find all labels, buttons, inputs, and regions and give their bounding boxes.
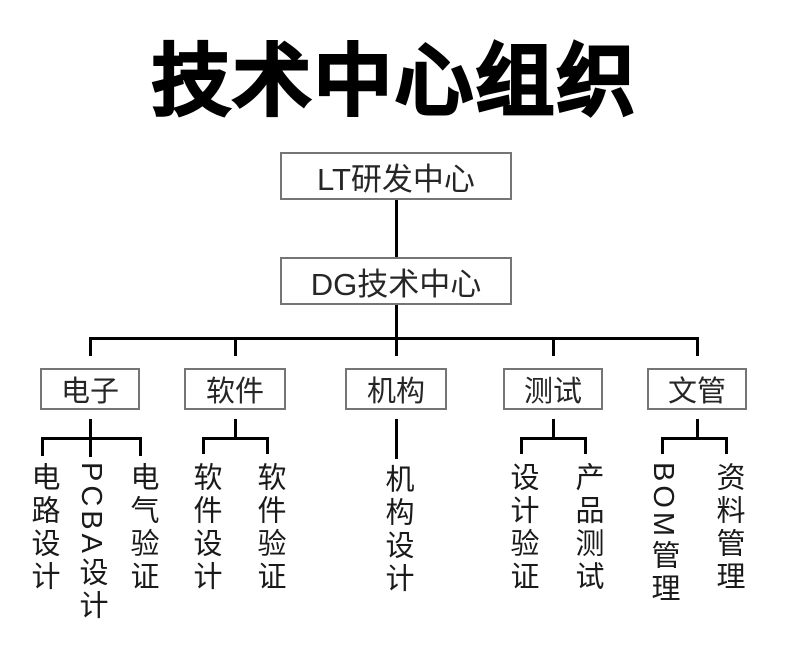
connector-line bbox=[266, 437, 269, 454]
leaf-software-verification: 软件验证 bbox=[252, 462, 285, 594]
drop-software bbox=[234, 337, 237, 356]
dept-box-software: 软件 bbox=[184, 368, 286, 410]
connector-line bbox=[202, 437, 205, 454]
leaf-mechanical-design: 机构设计 bbox=[380, 464, 413, 596]
leaf-electrical-verification: 电气验证 bbox=[125, 462, 158, 594]
dept-box-mechanical: 机构 bbox=[345, 368, 447, 410]
root-box-lt-rd-center: LT研发中心 bbox=[280, 152, 512, 200]
dept-box-documentation: 文管 bbox=[647, 368, 747, 410]
dept-label-software: 软件 bbox=[205, 376, 264, 408]
leaf-document-management: 资料管理 bbox=[711, 462, 744, 594]
leaf-bom-management: BOM管理 bbox=[646, 462, 679, 607]
drop-electronics bbox=[89, 337, 92, 356]
dept-label-electronics: 电子 bbox=[60, 376, 119, 408]
rail-departments bbox=[89, 337, 699, 340]
dept-box-testing: 测试 bbox=[503, 368, 603, 410]
connector-center-to-rail bbox=[395, 305, 398, 338]
connector-root-to-center bbox=[395, 200, 398, 258]
connector-line bbox=[725, 437, 728, 454]
dept-label-documentation: 文管 bbox=[667, 376, 726, 408]
drop-documentation bbox=[696, 337, 699, 356]
connector-line bbox=[584, 437, 587, 454]
connector-line bbox=[139, 437, 142, 456]
leaf-product-testing: 产品测试 bbox=[570, 462, 603, 594]
connector-line bbox=[552, 419, 555, 438]
connector-line bbox=[696, 419, 699, 438]
leaf-software-design: 软件设计 bbox=[188, 462, 221, 594]
leaf-pcba-design: PCBA设计 bbox=[74, 462, 107, 623]
connector-line bbox=[661, 437, 664, 454]
connector-line bbox=[395, 419, 398, 459]
drop-testing bbox=[552, 337, 555, 356]
dept-label-mechanical: 机构 bbox=[366, 376, 425, 408]
dept-box-electronics: 电子 bbox=[40, 368, 140, 410]
connector-line bbox=[661, 437, 728, 440]
connector-line bbox=[41, 437, 44, 456]
leaf-circuit-design: 电路设计 bbox=[26, 462, 59, 594]
page-title: 技术中心组织 bbox=[151, 36, 638, 127]
drop-mechanical bbox=[395, 337, 398, 356]
dept-label-testing: 测试 bbox=[523, 376, 582, 408]
connector-line bbox=[520, 437, 587, 440]
connector-line bbox=[41, 437, 142, 440]
leaf-design-verification: 设计验证 bbox=[505, 462, 538, 594]
center-box-dg-tech-center: DG技术中心 bbox=[280, 257, 512, 305]
connector-line bbox=[520, 437, 523, 454]
center-box-label: DG技术中心 bbox=[310, 266, 482, 302]
connector-line bbox=[202, 437, 269, 440]
connector-line bbox=[234, 419, 237, 438]
root-box-label: LT研发中心 bbox=[317, 161, 475, 197]
